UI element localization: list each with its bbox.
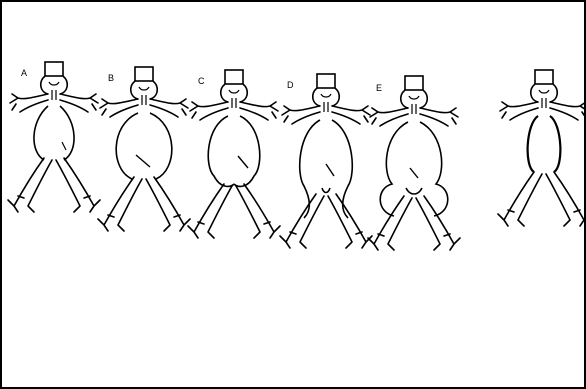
panel-b-aorta <box>98 67 190 231</box>
panel-e-aorta <box>368 76 460 250</box>
panel-f-aorta <box>498 70 584 226</box>
panel-d-aorta <box>280 74 372 248</box>
panel-a-aorta <box>8 62 100 212</box>
panel-c-aorta <box>188 70 280 238</box>
